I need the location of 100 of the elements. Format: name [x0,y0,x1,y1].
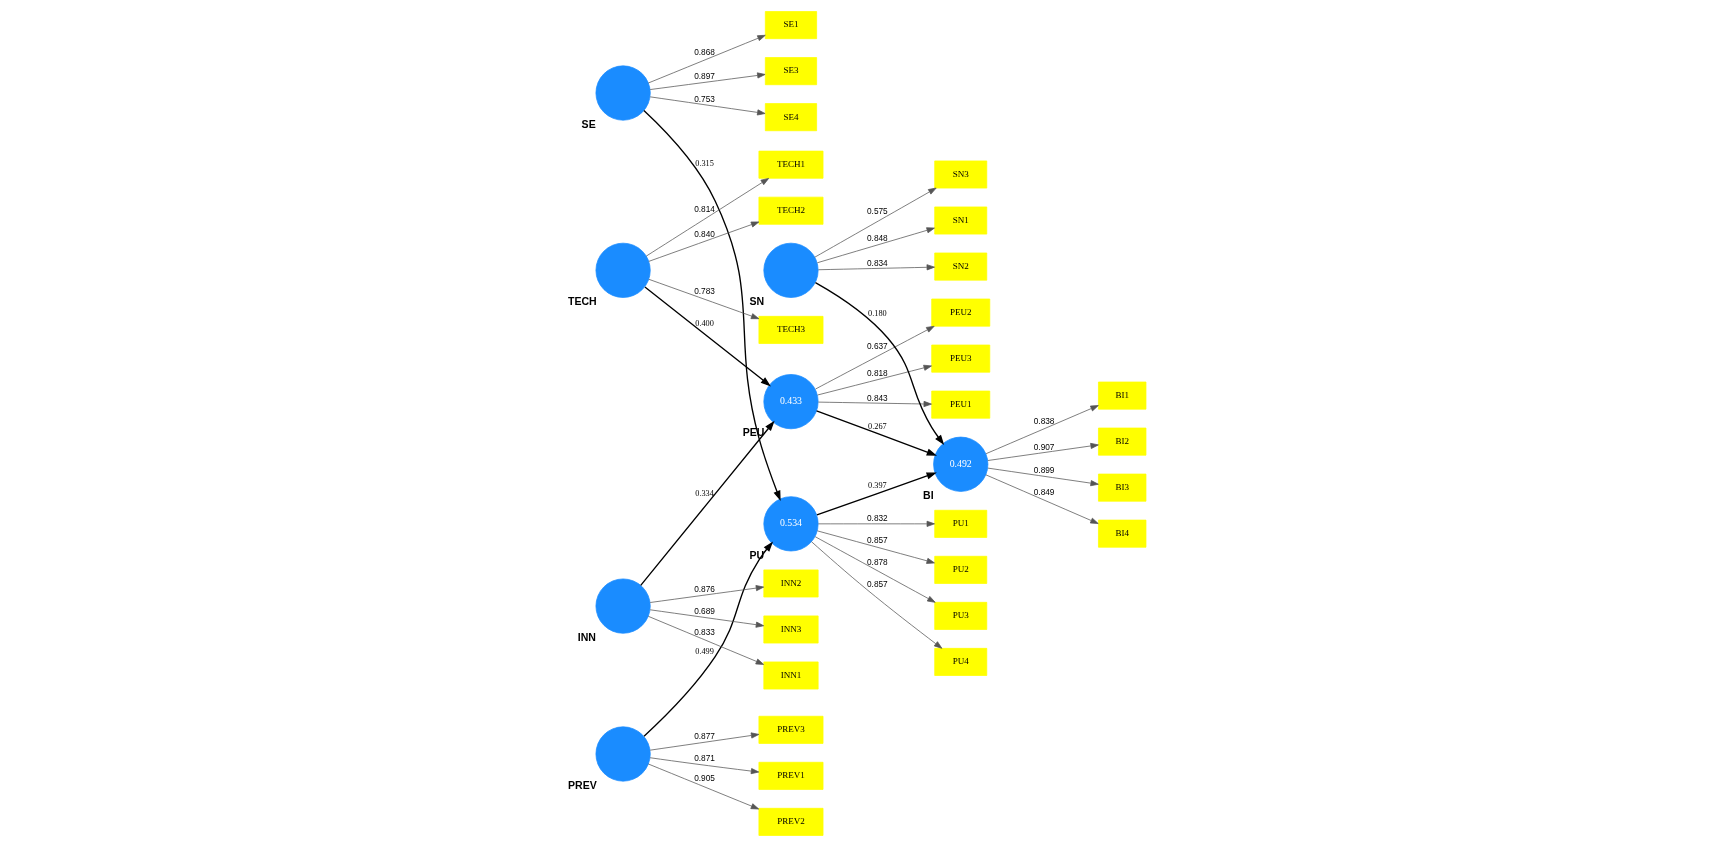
arrow [642,109,781,501]
edge-label: 0.315 [694,159,714,169]
node-box: INN2 [762,569,818,598]
node-box: BI3 [1097,473,1146,502]
edge-label: 0.575 [866,206,888,217]
node-box: TECH3 [758,316,823,344]
arrow [814,281,944,446]
arrow [817,520,935,527]
edge-label: 0.834 [866,258,888,269]
node-box: PEU1 [930,390,990,419]
node-label: PREV [567,778,597,791]
arrow [649,96,765,116]
node-box: SE1 [764,11,817,40]
node-box: SE4 [764,103,817,132]
node-box: SN2 [933,252,987,281]
edge-label: 0.876 [693,584,715,595]
node-circle [595,578,651,634]
node-box: PREV3 [758,715,823,744]
arrow [647,34,766,84]
edge-label: 0.857 [866,579,888,590]
arrow [985,405,1099,455]
arrow [984,474,1099,524]
node-box: BI1 [1097,381,1146,410]
edge-label: 0.637 [866,341,888,352]
node-box: PU4 [933,647,987,676]
edge-label: 0.899 [1033,465,1054,476]
arrow [649,585,764,603]
node-circle [595,65,651,121]
edge-label: 0.868 [693,47,715,58]
edge-label: 0.334 [694,488,714,498]
node-label: TECH [567,295,597,308]
node-box: PEU2 [930,298,990,327]
edge-label: 0.818 [866,367,888,378]
arrow [815,410,937,456]
edge-label: 0.267 [867,422,887,432]
node-box: PU1 [933,509,987,538]
node-box: BI2 [1097,427,1146,456]
arrow [816,364,932,396]
arrow [813,187,936,258]
arrow [817,264,935,271]
arrow [817,400,932,407]
edge-label: 0.689 [693,606,715,617]
arrow [816,227,935,264]
arrow [647,615,764,665]
edge-label: 0.832 [866,513,888,524]
edge-label: 0.897 [693,71,715,82]
node-label: INN [577,630,596,643]
edge-label: 0.400 [694,319,714,329]
edge-label: 0.877 [693,730,715,741]
node-circle [595,726,651,782]
arrow [815,472,937,516]
arrow [810,541,942,649]
edge-label: 0.871 [693,753,715,764]
edge-label: 0.905 [693,772,715,783]
node-box: PU3 [933,601,987,630]
node-box: PREV2 [758,807,823,836]
node-label: SN [748,295,764,308]
edge-label: 0.848 [866,232,888,243]
edge-label: 0.838 [1033,416,1054,427]
arrow [987,467,1099,487]
edge-label: 0.840 [693,228,715,239]
arrow [816,530,935,564]
edge-label: 0.783 [693,286,715,297]
edge-label: 0.878 [866,557,888,568]
node-box: PREV1 [758,761,823,790]
arrow [642,541,773,737]
arrow [643,286,771,387]
node-box: TECH2 [758,196,823,225]
arrow [647,221,759,262]
arrow [649,72,765,90]
node-box: TECH1 [758,150,823,179]
arrow [647,763,759,810]
arrow [814,536,936,603]
arrow [987,442,1099,461]
arrow [649,757,759,775]
node-box: PEU3 [930,344,990,373]
node-box: BI4 [1097,519,1146,548]
edge-label: 0.753 [693,93,715,104]
arrow [649,609,764,628]
arrow [649,732,759,751]
edge-label: 0.833 [693,626,715,637]
node-label: SE [581,117,596,130]
node-label: BI [922,489,934,502]
node-box: SN3 [933,160,987,189]
node-box: PU2 [933,555,987,584]
arrow [645,178,769,257]
edge-label: 0.907 [1033,441,1054,452]
arrow [647,278,759,320]
edge-label: 0.849 [1033,487,1054,498]
node-box: SN1 [933,206,987,235]
edge-label: 0.843 [866,392,888,403]
node-box: INN3 [762,615,818,644]
arrow [639,420,775,587]
edge-label: 0.857 [866,535,888,546]
node-box: INN1 [762,661,818,690]
node-box: SE3 [764,57,817,86]
edge-label: 0.499 [694,647,714,657]
node-circle [762,242,818,298]
node-circle [595,242,651,298]
edge-label: 0.397 [867,481,887,491]
